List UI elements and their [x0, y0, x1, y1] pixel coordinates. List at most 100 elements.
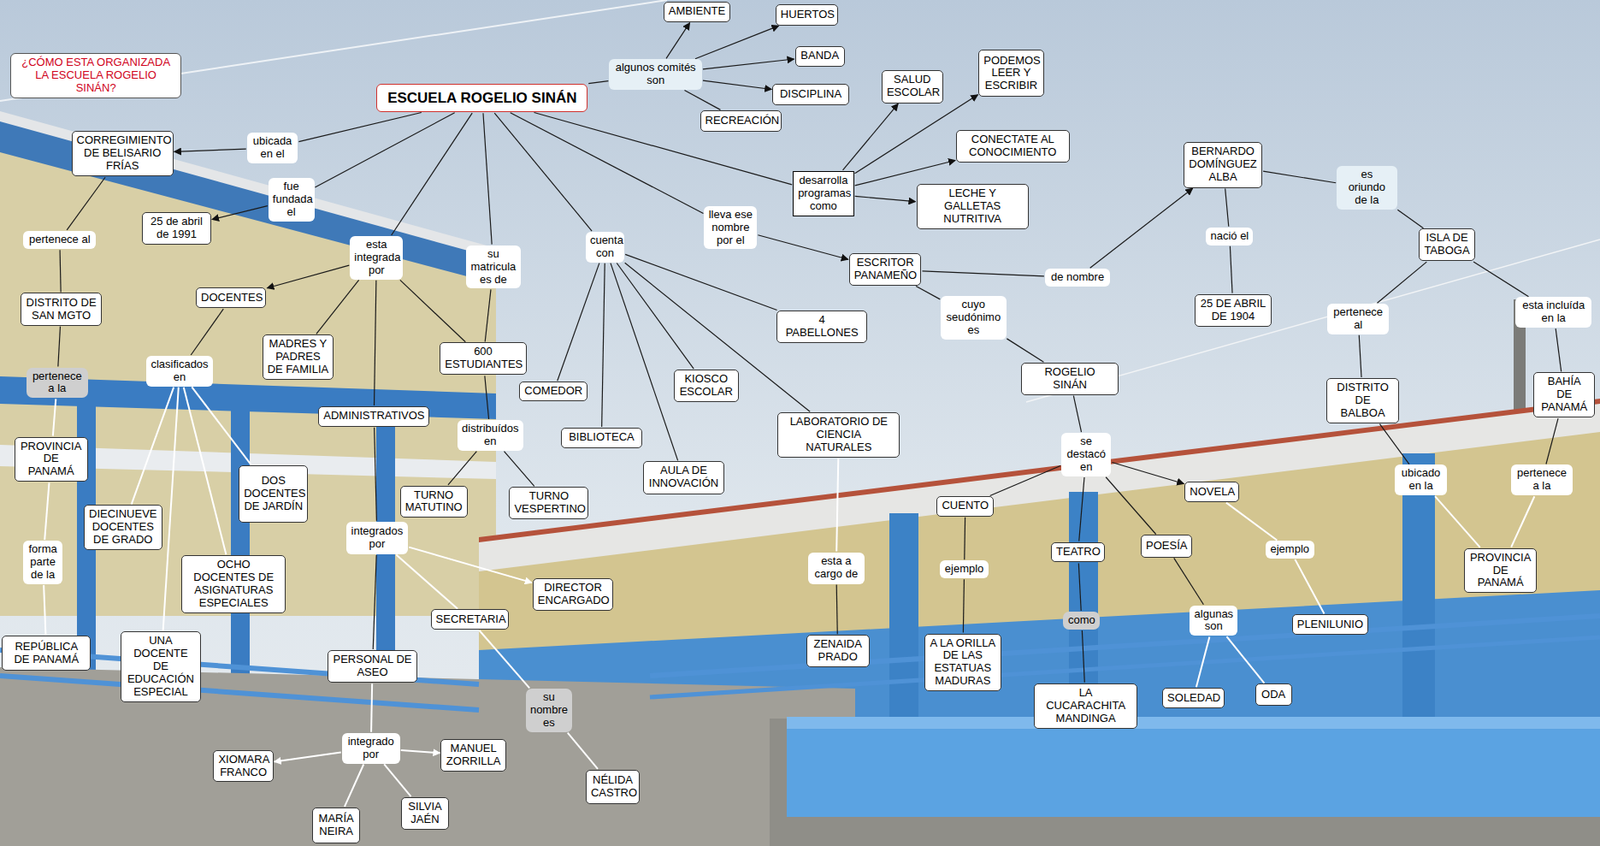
connector	[504, 451, 535, 487]
connector	[625, 253, 777, 310]
connector	[915, 286, 940, 300]
concept-box: MADRES Y PADRES DE FAMILIA	[262, 334, 335, 380]
node-text: SECRETARIA	[436, 613, 505, 626]
node-text: desarrolla programas como	[797, 174, 850, 213]
concept-box: COMEDOR	[519, 381, 588, 402]
node-text: forma parte de la	[27, 543, 58, 582]
node-text: integrado por	[346, 735, 396, 762]
linking-phrase: algunos comités son	[608, 59, 703, 90]
linking-phrase: pertenece a la	[26, 367, 89, 399]
node-text: MANUEL ZORRILLA	[445, 742, 501, 768]
connector	[684, 90, 721, 111]
node-text: PROVINCIA DE PANAMÁ	[19, 440, 83, 479]
connector	[963, 517, 966, 561]
node-text: BAHÍA DE PANAMÁ	[1538, 375, 1590, 414]
node-text: cuyo seudónimo es	[944, 298, 1002, 337]
node-text: RECREACIÓN	[705, 114, 777, 128]
connector	[58, 326, 61, 367]
connector	[1226, 502, 1277, 541]
concept-box: ESCRITOR PANAMEÑO	[849, 253, 922, 286]
linking-phrase: ejemplo	[939, 560, 989, 579]
node-text: REPÚBLICA DE PANAMÁ	[6, 640, 86, 667]
node-text: ubicado en la	[1399, 466, 1443, 493]
linking-phrase: esta a cargo de	[808, 552, 865, 585]
connector	[316, 279, 360, 334]
linking-phrase: es oriundo de la	[1336, 165, 1397, 210]
connector	[1090, 188, 1193, 268]
connector	[1079, 477, 1085, 542]
concept-box: XIOMARA FRANCO	[212, 749, 273, 783]
node-text: LABORATORIO DE CIENCIA NATURALES	[782, 415, 895, 455]
concept-box: DIECINUEVE DOCENTES DE GRADO	[83, 504, 163, 550]
linking-phrase: algunas son	[1189, 605, 1238, 637]
node-text: 4 PABELLONES	[781, 313, 862, 340]
node-text: TURNO MATUTINO	[405, 489, 463, 515]
concept-box: LA CUCARACHITA MANDINGA	[1033, 683, 1139, 729]
node-text: pertenece al	[27, 233, 92, 247]
connector	[212, 206, 268, 220]
node-text: PODEMOS LEER Y ESCRIBIR	[983, 54, 1039, 94]
node-text: XIOMARA FRANCO	[218, 753, 268, 780]
node-text: 25 de abril de 1991	[147, 215, 207, 242]
concept-box: CORREGIMIENTO DE BELISARIO FRÍAS	[71, 130, 174, 178]
concept-box: PROVINCIA DE PANAMÁ	[1464, 548, 1537, 594]
connector	[494, 112, 592, 231]
concept-box: AMBIENTE	[663, 1, 732, 23]
node-text: nació el	[1210, 230, 1249, 243]
connector	[408, 547, 532, 584]
connector	[843, 103, 899, 171]
connector	[1081, 630, 1085, 683]
connector	[484, 289, 491, 342]
concept-box: 25 de abril de 1991	[141, 212, 212, 245]
connector	[666, 23, 690, 60]
connector	[855, 159, 956, 185]
concept-box: NOVELA	[1184, 481, 1239, 502]
connector	[567, 732, 598, 769]
connector	[757, 235, 848, 260]
concept-box: 600 ESTUDIANTES	[439, 342, 526, 375]
concept-box: A LA ORILLA DE LAS ESTATUAS MADURAS	[924, 633, 1001, 692]
connector	[66, 177, 106, 231]
node-text: algunas son	[1193, 608, 1234, 634]
concept-box: POESÍA	[1140, 534, 1193, 557]
node-text: lleva ese nombre por el	[708, 208, 753, 248]
concept-box: DISTRITO DE SAN MGTO	[20, 292, 102, 325]
concept-box: DOS DOCENTES DE JARDÍN	[238, 465, 308, 523]
concept-box: CUENTO	[936, 495, 994, 517]
connector	[602, 263, 606, 427]
connector	[374, 280, 377, 406]
node-text: esta a cargo de	[812, 554, 861, 581]
connector	[183, 387, 227, 555]
linking-phrase: esta integrada por	[349, 236, 403, 280]
node-text: pertenece a la	[1515, 466, 1569, 493]
concept-box: ROGELIO SINÁN	[1021, 362, 1118, 396]
concept-box: BERNARDO DOMÍNGUEZ ALBA	[1183, 141, 1263, 189]
concept-box: SOLEDAD	[1162, 687, 1225, 709]
connector	[1078, 562, 1081, 611]
node-text: KIOSCO ESCOLAR	[678, 372, 734, 399]
connector	[395, 554, 458, 609]
concept-box: BAHÍA DE PANAMÁ	[1533, 371, 1595, 418]
connector	[266, 265, 349, 289]
node-text: BIBLIOTECA	[566, 430, 637, 444]
connector	[448, 451, 477, 485]
concept-box: DISTRITO DE BALBOA	[1326, 377, 1400, 424]
concept-box: PROVINCIA DE PANAMÁ	[14, 436, 89, 483]
connector	[59, 249, 61, 292]
node-text: DOS DOCENTES DE JARDÍN	[243, 474, 303, 514]
concept-box: DIRECTOR ENCARGADO	[532, 578, 614, 611]
linking-phrase: pertenece al	[1327, 303, 1389, 335]
connector	[1473, 261, 1529, 297]
node-text: NÉLIDA CASTRO	[590, 773, 635, 800]
question-box: ¿CÓMO ESTA ORGANIZADA LA ESCUELA ROGELIO…	[10, 53, 182, 99]
concept-box: ISLA DE TABOGA	[1418, 228, 1477, 261]
concept-box: 25 DE ABRIL DE 1904	[1194, 294, 1271, 327]
linking-phrase: lleva ese nombre por el	[703, 206, 757, 250]
connector	[344, 763, 364, 806]
linking-phrase: su nombre es	[525, 688, 573, 733]
linking-phrase: cuyo seudónimo es	[940, 295, 1006, 340]
connector	[990, 465, 1061, 496]
concept-box: BIBLIOTECA	[560, 427, 642, 449]
connector	[53, 398, 56, 436]
connector	[43, 584, 46, 636]
